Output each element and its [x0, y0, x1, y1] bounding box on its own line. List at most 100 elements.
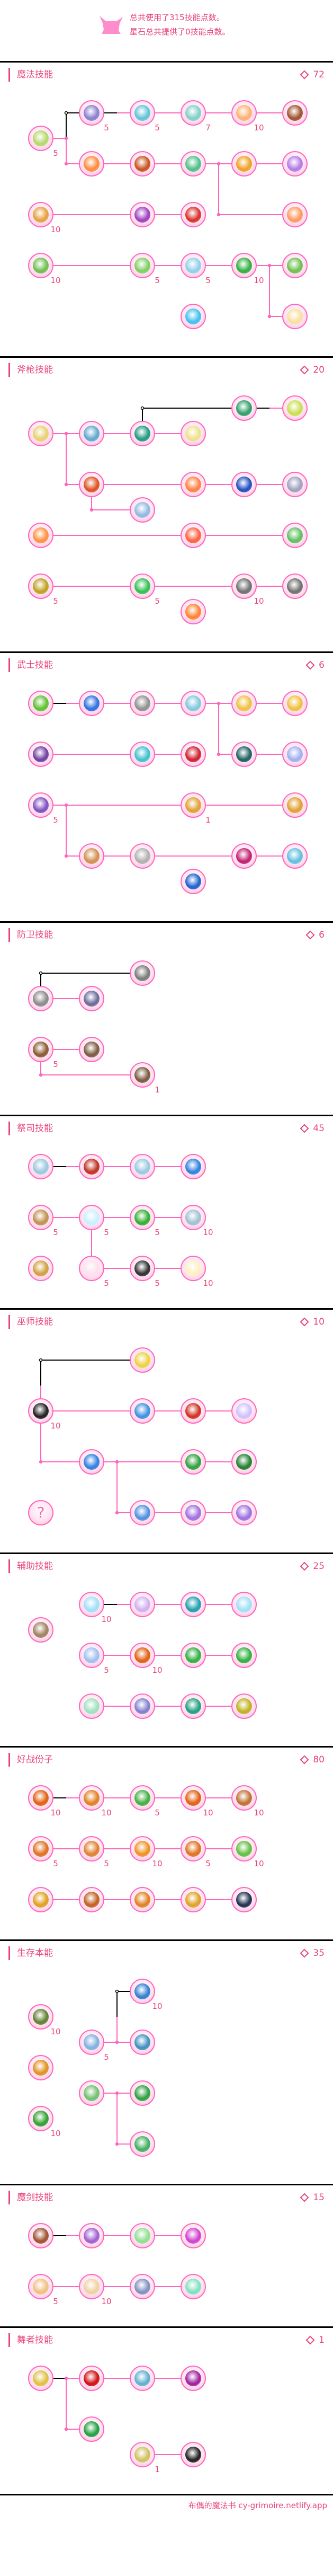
skill-node[interactable]: [79, 472, 104, 497]
skill-node[interactable]: [28, 1617, 53, 1643]
skill-node[interactable]: [130, 960, 155, 986]
skill-node[interactable]: [181, 1836, 206, 1862]
skill-node[interactable]: ?: [28, 1500, 53, 1525]
skill-node[interactable]: [231, 742, 257, 767]
skill-node[interactable]: [181, 253, 206, 278]
skill-node[interactable]: [181, 421, 206, 446]
skill-node[interactable]: [282, 100, 308, 126]
skill-node[interactable]: [130, 497, 155, 523]
skill-node[interactable]: [130, 2366, 155, 2391]
skill-node[interactable]: [181, 2274, 206, 2299]
skill-node[interactable]: [181, 1398, 206, 1424]
skill-node[interactable]: [130, 1062, 155, 1088]
skill-node[interactable]: [28, 792, 53, 818]
skill-node[interactable]: [231, 691, 257, 716]
skill-node[interactable]: [231, 1836, 257, 1862]
skill-node[interactable]: [231, 151, 257, 177]
skill-node[interactable]: [79, 1836, 104, 1862]
skill-node[interactable]: [181, 869, 206, 894]
skill-node[interactable]: [130, 1398, 155, 1424]
skill-node[interactable]: [181, 472, 206, 497]
skill-node[interactable]: [79, 151, 104, 177]
skill-node[interactable]: [181, 1693, 206, 1719]
skill-node[interactable]: [181, 1785, 206, 1811]
skill-node[interactable]: [181, 1205, 206, 1230]
skill-node[interactable]: [231, 253, 257, 278]
skill-node[interactable]: [282, 843, 308, 869]
skill-node[interactable]: [282, 202, 308, 227]
skill-node[interactable]: [28, 2055, 53, 2080]
skill-node[interactable]: [231, 1785, 257, 1811]
skill-node[interactable]: [181, 691, 206, 716]
skill-node[interactable]: [28, 1205, 53, 1230]
skill-node[interactable]: [282, 523, 308, 548]
skill-node[interactable]: [181, 2366, 206, 2391]
skill-node[interactable]: [28, 574, 53, 599]
skill-node[interactable]: [181, 304, 206, 329]
skill-node[interactable]: [79, 1785, 104, 1811]
skill-node[interactable]: [181, 1256, 206, 1281]
skill-node[interactable]: [181, 1887, 206, 1912]
skill-node[interactable]: [28, 1398, 53, 1424]
skill-node[interactable]: [28, 2106, 53, 2131]
skill-node[interactable]: [130, 2030, 155, 2055]
skill-node[interactable]: [28, 2004, 53, 2030]
skill-node[interactable]: [28, 126, 53, 151]
skill-node[interactable]: [181, 2442, 206, 2467]
skill-node[interactable]: [282, 792, 308, 818]
skill-node[interactable]: [282, 472, 308, 497]
skill-node[interactable]: [130, 1836, 155, 1862]
skill-node[interactable]: [130, 151, 155, 177]
skill-node[interactable]: [231, 843, 257, 869]
skill-node[interactable]: [79, 1256, 104, 1281]
skill-node[interactable]: [181, 151, 206, 177]
skill-node[interactable]: [282, 151, 308, 177]
skill-node[interactable]: [28, 742, 53, 767]
skill-node[interactable]: [79, 2030, 104, 2055]
skill-node[interactable]: [130, 2223, 155, 2248]
skill-node[interactable]: [231, 100, 257, 126]
skill-node[interactable]: [130, 1785, 155, 1811]
skill-node[interactable]: [28, 1887, 53, 1912]
skill-node[interactable]: [28, 986, 53, 1011]
skill-node[interactable]: [130, 742, 155, 767]
skill-node[interactable]: [28, 1037, 53, 1062]
skill-node[interactable]: [28, 421, 53, 446]
skill-node[interactable]: [28, 253, 53, 278]
skill-node[interactable]: [181, 742, 206, 767]
skill-node[interactable]: [231, 472, 257, 497]
skill-node[interactable]: [79, 1887, 104, 1912]
skill-node[interactable]: [79, 1205, 104, 1230]
skill-node[interactable]: [181, 599, 206, 624]
skill-node[interactable]: [130, 1693, 155, 1719]
skill-node[interactable]: [231, 1398, 257, 1424]
skill-node[interactable]: [282, 742, 308, 767]
skill-node[interactable]: [130, 2131, 155, 2157]
skill-node[interactable]: [231, 395, 257, 421]
skill-node[interactable]: [231, 1500, 257, 1525]
skill-node[interactable]: [181, 1449, 206, 1475]
skill-node[interactable]: [130, 1205, 155, 1230]
skill-node[interactable]: [79, 2080, 104, 2106]
skill-node[interactable]: [181, 2223, 206, 2248]
skill-node[interactable]: [28, 2366, 53, 2391]
skill-node[interactable]: [130, 1500, 155, 1525]
skill-node[interactable]: [28, 691, 53, 716]
skill-node[interactable]: [231, 1693, 257, 1719]
skill-node[interactable]: [28, 1836, 53, 1862]
skill-node[interactable]: [130, 2080, 155, 2106]
skill-node[interactable]: [181, 1154, 206, 1179]
skill-node[interactable]: [181, 202, 206, 227]
skill-node[interactable]: [28, 1154, 53, 1179]
skill-node[interactable]: [130, 253, 155, 278]
skill-node[interactable]: [79, 843, 104, 869]
skill-node[interactable]: [79, 421, 104, 446]
skill-node[interactable]: [79, 2223, 104, 2248]
skill-node[interactable]: [282, 304, 308, 329]
skill-node[interactable]: [79, 1037, 104, 1062]
skill-node[interactable]: [231, 1449, 257, 1475]
skill-node[interactable]: [130, 1887, 155, 1912]
skill-node[interactable]: [130, 691, 155, 716]
skill-node[interactable]: [79, 100, 104, 126]
skill-node[interactable]: [79, 986, 104, 1011]
